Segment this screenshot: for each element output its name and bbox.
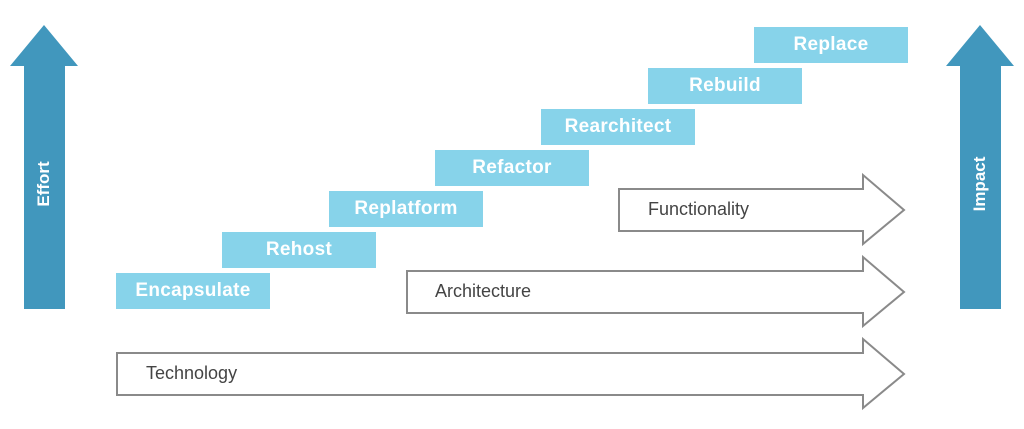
step-rebuild: Rebuild: [648, 68, 802, 104]
architecture-label: Architecture: [435, 281, 532, 301]
functionality-label: Functionality: [648, 199, 750, 219]
technology-label: Technology: [146, 363, 238, 383]
step-replatform: Replatform: [329, 191, 483, 227]
step-replace: Replace: [754, 27, 908, 63]
effort-label: Effort: [34, 161, 53, 207]
step-rearchitect: Rearchitect: [541, 109, 695, 145]
impact-label: Impact: [970, 156, 989, 212]
effort-arrow-shape: [10, 25, 78, 309]
step-refactor: Refactor: [435, 150, 589, 186]
technology-arrow-shape: [116, 336, 906, 411]
step-encapsulate: Encapsulate: [116, 273, 270, 309]
step-rehost: Rehost: [222, 232, 376, 268]
functionality-arrow-shape: [618, 172, 906, 247]
architecture-arrow-shape: [406, 254, 906, 329]
impact-arrow-shape: [946, 25, 1014, 309]
